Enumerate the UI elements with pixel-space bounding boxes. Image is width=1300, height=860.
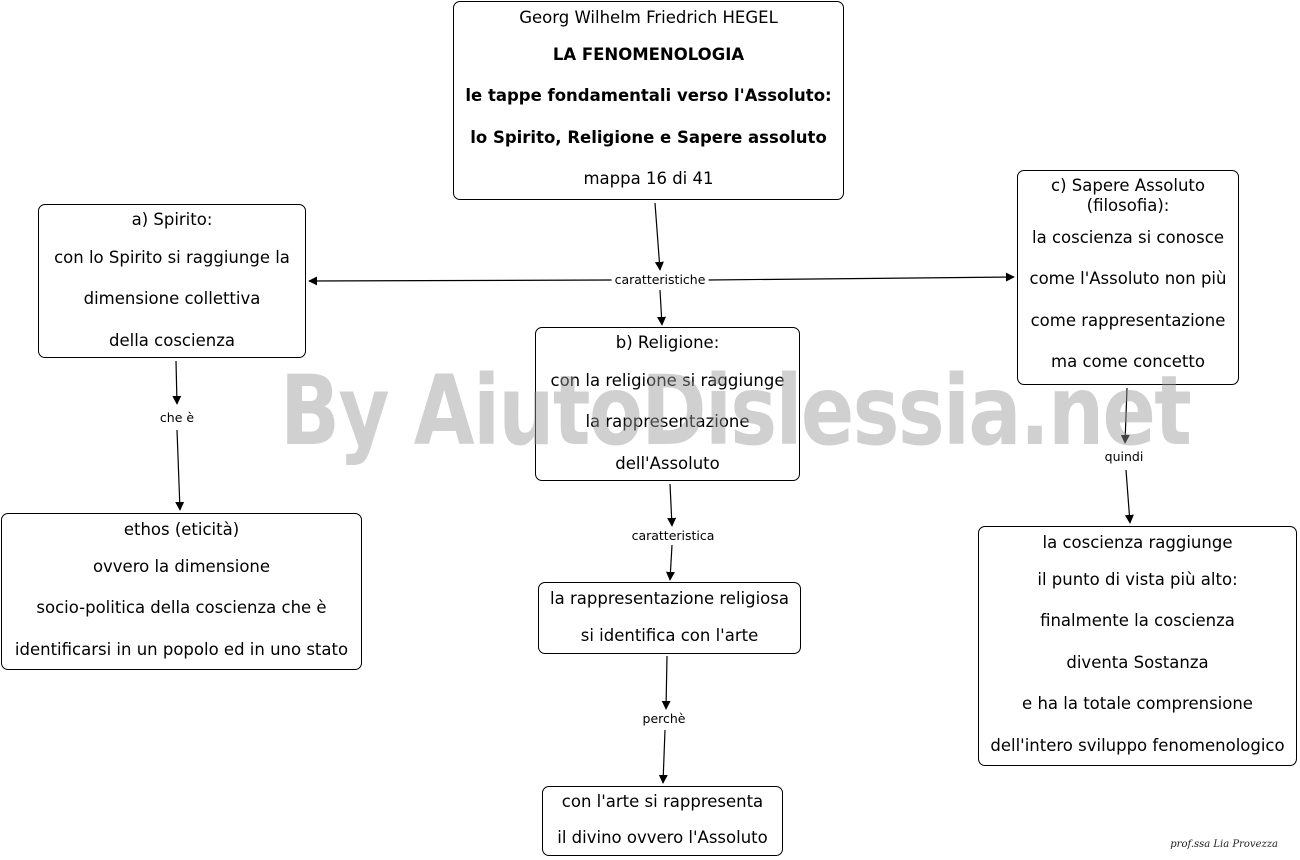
religione-line-3: dell'Assoluto: [615, 453, 720, 473]
coscienza-line-4: diventa Sostanza: [1066, 652, 1209, 672]
religione-line-2: la rappresentazione: [585, 412, 750, 432]
religione-heading: b) Religione:: [615, 333, 720, 352]
sapere-line-3: come rappresentazione: [1030, 310, 1226, 330]
ethos-line-1: ovvero la dimensione: [92, 557, 271, 576]
sapere-heading: c) Sapere Assoluto: [1051, 176, 1205, 195]
coscienza-box: la coscienza raggiunge il punto di vista…: [978, 526, 1297, 766]
sapere-heading-sub: (filosofia):: [1086, 196, 1170, 215]
spirito-line-1: con lo Spirito si raggiunge la: [54, 248, 290, 267]
arte-box: con l'arte si rappresenta il divino ovve…: [542, 786, 783, 856]
link-label-caratteristica: caratteristica: [628, 527, 718, 545]
root-subtitle-2: lo Spirito, Religione e Sapere assoluto: [470, 127, 827, 147]
religione-box: b) Religione: con la religione si raggiu…: [535, 327, 800, 481]
link-label-caratteristiche: caratteristiche: [611, 271, 709, 289]
ethos-line-3: identificarsi in un popolo ed in uno sta…: [14, 639, 349, 659]
root-subtitle-1: le tappe fondamentali verso l'Assoluto:: [465, 86, 832, 106]
root-title: LA FENOMENOLOGIA: [552, 45, 745, 64]
spirito-box: a) Spirito: con lo Spirito si raggiunge …: [38, 204, 306, 358]
coscienza-line-1: la coscienza raggiunge: [1042, 533, 1233, 552]
rappresentazione-line-2: si identifica con l'arte: [580, 626, 759, 645]
religione-line-1: con la religione si raggiunge: [550, 371, 785, 390]
sapere-box: c) Sapere Assoluto (filosofia): la cosci…: [1017, 170, 1239, 385]
sapere-line-1: la coscienza si conosce: [1032, 228, 1224, 247]
spirito-line-3: della coscienza: [109, 330, 235, 350]
edge-sapere-to-quindi: [1120, 387, 1130, 444]
ethos-box: ethos (eticità) ovvero la dimensione soc…: [1, 513, 362, 670]
link-label-che-e: che è: [156, 409, 198, 427]
sapere-line-2: come l'Assoluto non più: [1029, 269, 1227, 289]
arte-line-2: il divino ovvero l'Assoluto: [557, 828, 768, 847]
ethos-heading: ethos (eticità): [123, 520, 240, 539]
root-author: Georg Wilhelm Friedrich HEGEL: [519, 8, 778, 27]
edge-spirito-to-che-e: [172, 360, 182, 405]
coscienza-line-6: dell'intero sviluppo fenomenologico: [990, 735, 1285, 755]
coscienza-line-5: e ha la totale comprensione: [1022, 694, 1253, 714]
edge-religione-to-caratteristica: [667, 483, 677, 527]
rappresentazione-box: la rappresentazione religiosa si identif…: [538, 582, 801, 654]
rappresentazione-line-1: la rappresentazione religiosa: [550, 589, 789, 608]
root-map-number: mappa 16 di 41: [583, 169, 714, 189]
edge-caratteristiche-to-religione: [657, 289, 667, 326]
sapere-line-4: ma come concetto: [1051, 352, 1205, 372]
spirito-heading: a) Spirito:: [131, 210, 213, 229]
edge-rappresentazione-to-perche: [661, 655, 671, 710]
arte-line-1: con l'arte si rappresenta: [561, 792, 764, 811]
edge-perche-to-arte: [658, 729, 668, 784]
root-concept-box: Georg Wilhelm Friedrich HEGEL LA FENOMEN…: [453, 1, 844, 200]
ethos-line-2: socio-politica della coscienza che è: [36, 598, 327, 618]
edge-caratteristiche-to-sapere: [707, 272, 1015, 282]
edge-root-to-caratteristiche: [654, 202, 664, 271]
edge-che-e-to-ethos: [175, 429, 185, 511]
link-label-quindi: quindi: [1101, 448, 1147, 466]
edge-caratteristica-to-rappresentazione: [665, 544, 675, 581]
coscienza-line-2: il punto di vista più alto:: [1037, 570, 1238, 589]
coscienza-line-3: finalmente la coscienza: [1040, 611, 1235, 631]
link-label-perche: perchè: [639, 710, 689, 728]
author-signature: prof.ssa Lia Provezza: [1170, 839, 1278, 850]
edge-quindi-to-coscienza: [1124, 469, 1134, 524]
edge-caratteristiche-to-spirito: [308, 276, 613, 286]
spirito-line-2: dimensione collettiva: [83, 289, 261, 309]
